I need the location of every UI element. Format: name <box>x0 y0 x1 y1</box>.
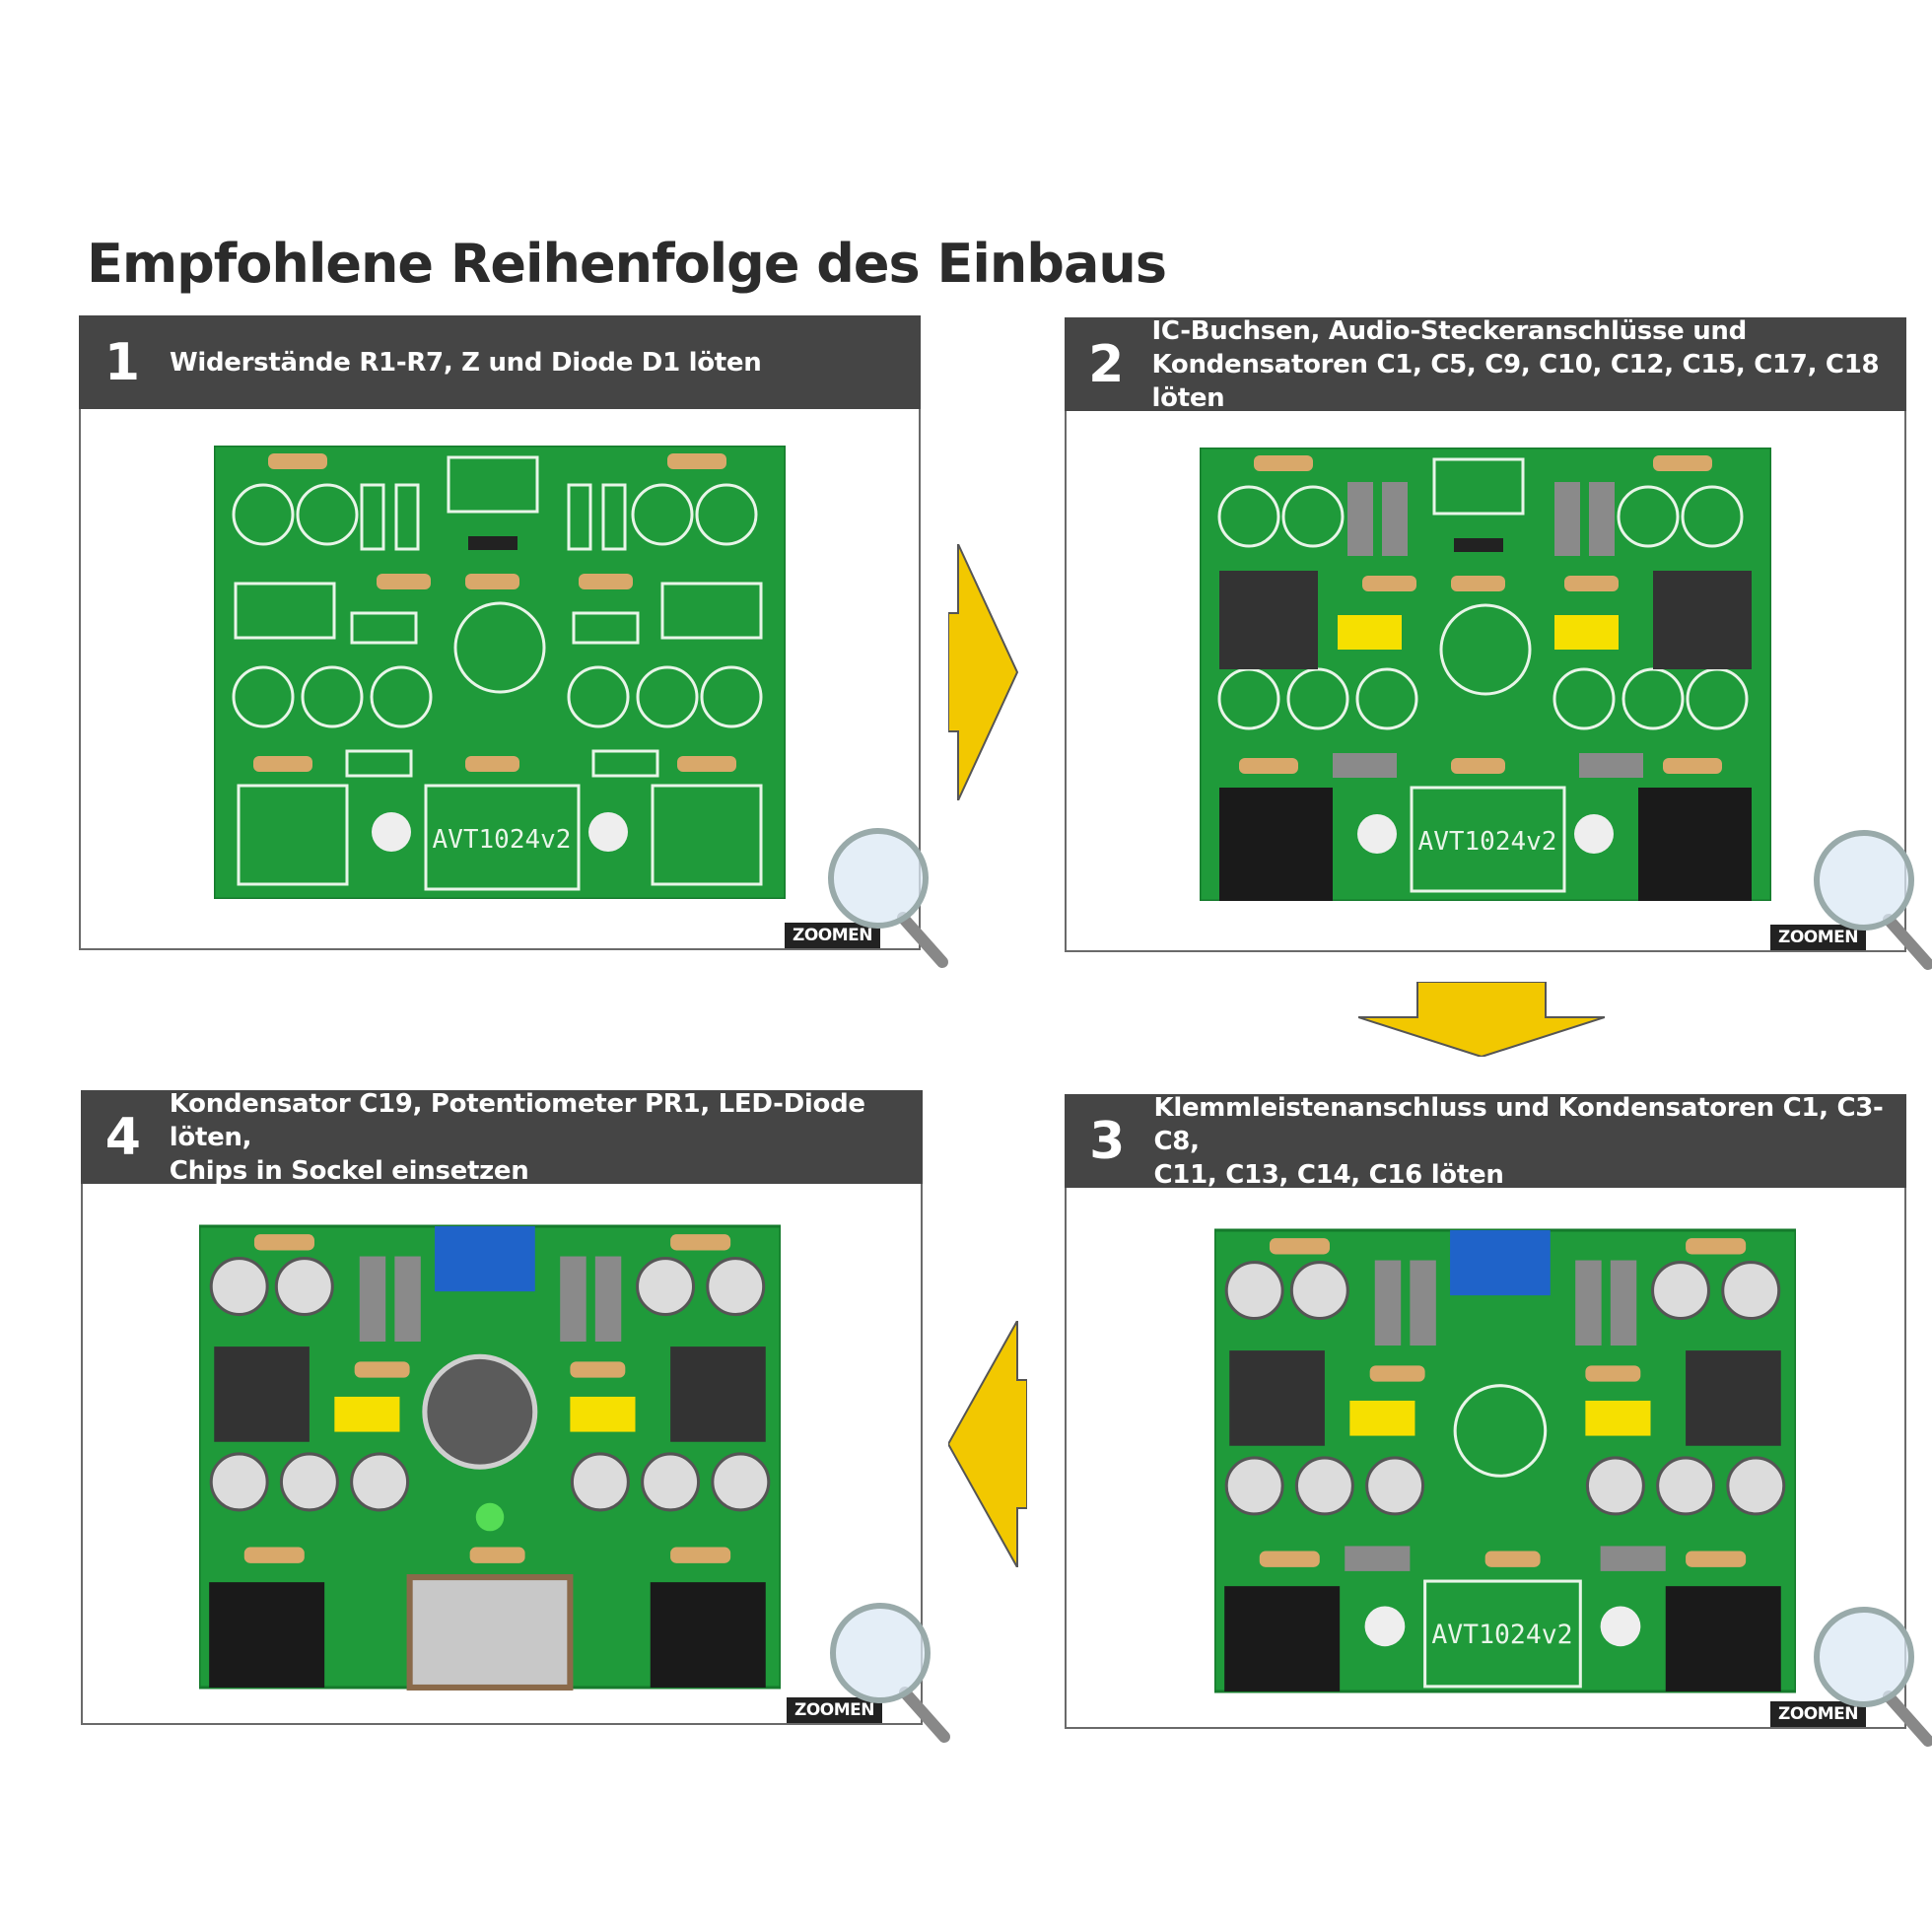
zoom-label: ZOOMEN <box>1770 1701 1866 1727</box>
pcb-board-image: AVT1024v2 <box>1214 1228 1796 1693</box>
step-4-panel: 4 Kondensator C19, Potentiometer PR1, LE… <box>81 1089 950 1743</box>
page-title: Empfohlene Reihenfolge des Einbaus <box>87 233 1167 295</box>
board-label: AVT1024v2 <box>433 825 572 855</box>
magnifier-icon <box>1814 1607 1932 1747</box>
zoom-button[interactable]: ZOOMEN <box>1770 1603 1932 1760</box>
magnifier-icon <box>1814 830 1932 970</box>
arrow-down-icon <box>1358 982 1605 1057</box>
step-description: Kondensator C19, Potentiometer PR1, LED-… <box>169 1088 865 1186</box>
zoom-button[interactable]: ZOOMEN <box>787 1599 954 1757</box>
zoom-label: ZOOMEN <box>785 923 880 948</box>
magnifier-icon <box>830 1603 950 1743</box>
pcb-board-image: AVT1024v2 <box>1200 448 1771 901</box>
zoom-button[interactable]: ZOOMEN <box>1770 826 1932 984</box>
step-3-panel: 3 Klemmleistenanschluss und Kondensatore… <box>1065 1093 1932 1747</box>
board-label: AVT1024v2 <box>1431 1620 1572 1650</box>
board-label: AVT1024v2 <box>1418 827 1557 857</box>
zoom-button[interactable]: ZOOMEN <box>785 824 952 982</box>
step-number: 1 <box>104 332 141 392</box>
step-4-header: 4 Kondensator C19, Potentiometer PR1, LE… <box>81 1089 923 1186</box>
step-1-panel: 1 Widerstände R1-R7, Z und Diode D1 löte… <box>79 315 948 968</box>
magnifier-icon <box>828 828 948 968</box>
arrow-left-icon <box>948 1321 1027 1567</box>
step-2-header: 2 IC-Buchsen, Audio-Steckeranschlüsse un… <box>1065 316 1906 413</box>
pcb-board-image <box>199 1224 781 1691</box>
step-number: 3 <box>1089 1111 1126 1171</box>
step-number: 2 <box>1088 334 1125 394</box>
step-description: Widerstände R1-R7, Z und Diode D1 löten <box>170 347 762 378</box>
step-2-panel: 2 IC-Buchsen, Audio-Steckeranschlüsse un… <box>1065 316 1932 970</box>
step-description: IC-Buchsen, Audio-Steckeranschlüsse und … <box>1151 315 1880 413</box>
zoom-label: ZOOMEN <box>787 1697 882 1723</box>
step-3-header: 3 Klemmleistenanschluss und Kondensatore… <box>1065 1093 1906 1190</box>
step-number: 4 <box>104 1107 141 1167</box>
step-1-header: 1 Widerstände R1-R7, Z und Diode D1 löte… <box>79 315 921 409</box>
arrow-right-icon <box>948 544 1019 800</box>
zoom-label: ZOOMEN <box>1770 925 1866 950</box>
pcb-board-image: AVT1024v2 <box>214 446 786 899</box>
step-description: Klemmleistenanschluss und Kondensatoren … <box>1153 1092 1884 1190</box>
